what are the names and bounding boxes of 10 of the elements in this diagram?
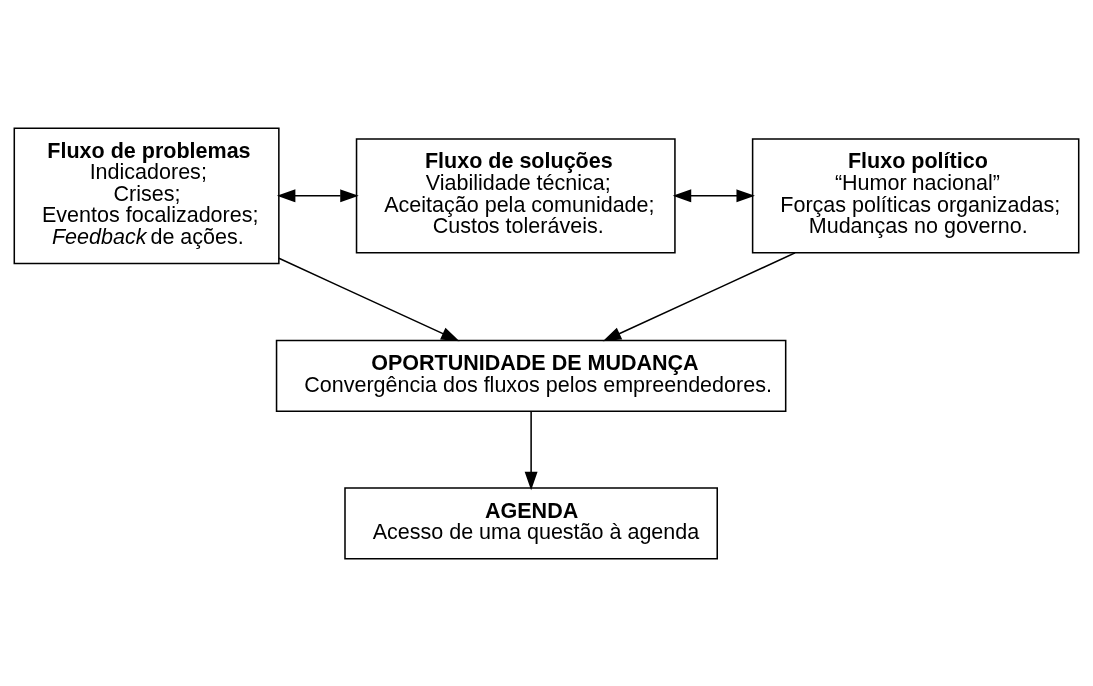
arrow: [278, 257, 460, 341]
node-box: AGENDA Acesso de uma questão à agenda: [344, 486, 718, 560]
arrow: [602, 251, 796, 341]
arrow: [276, 188, 359, 202]
node-box: Fluxo de problemas Indicadores; Crises; Eventos focalizadores; Feedback de ações.: [13, 126, 280, 264]
node-box: OPORTUNIDADE DE MUDANÇA Convergência dos fluxos pelos empreendedores.: [275, 339, 787, 412]
arrow: [672, 188, 755, 202]
node-box: Fluxo político “Humor nacional” Forças políticas organizadas; Mudanças no governo.: [751, 137, 1080, 253]
arrow: [524, 410, 538, 490]
node-box: Fluxo de soluções Viabilidade técnica; Aceitação pela comunidade; Custos toleráveis.: [355, 137, 676, 253]
